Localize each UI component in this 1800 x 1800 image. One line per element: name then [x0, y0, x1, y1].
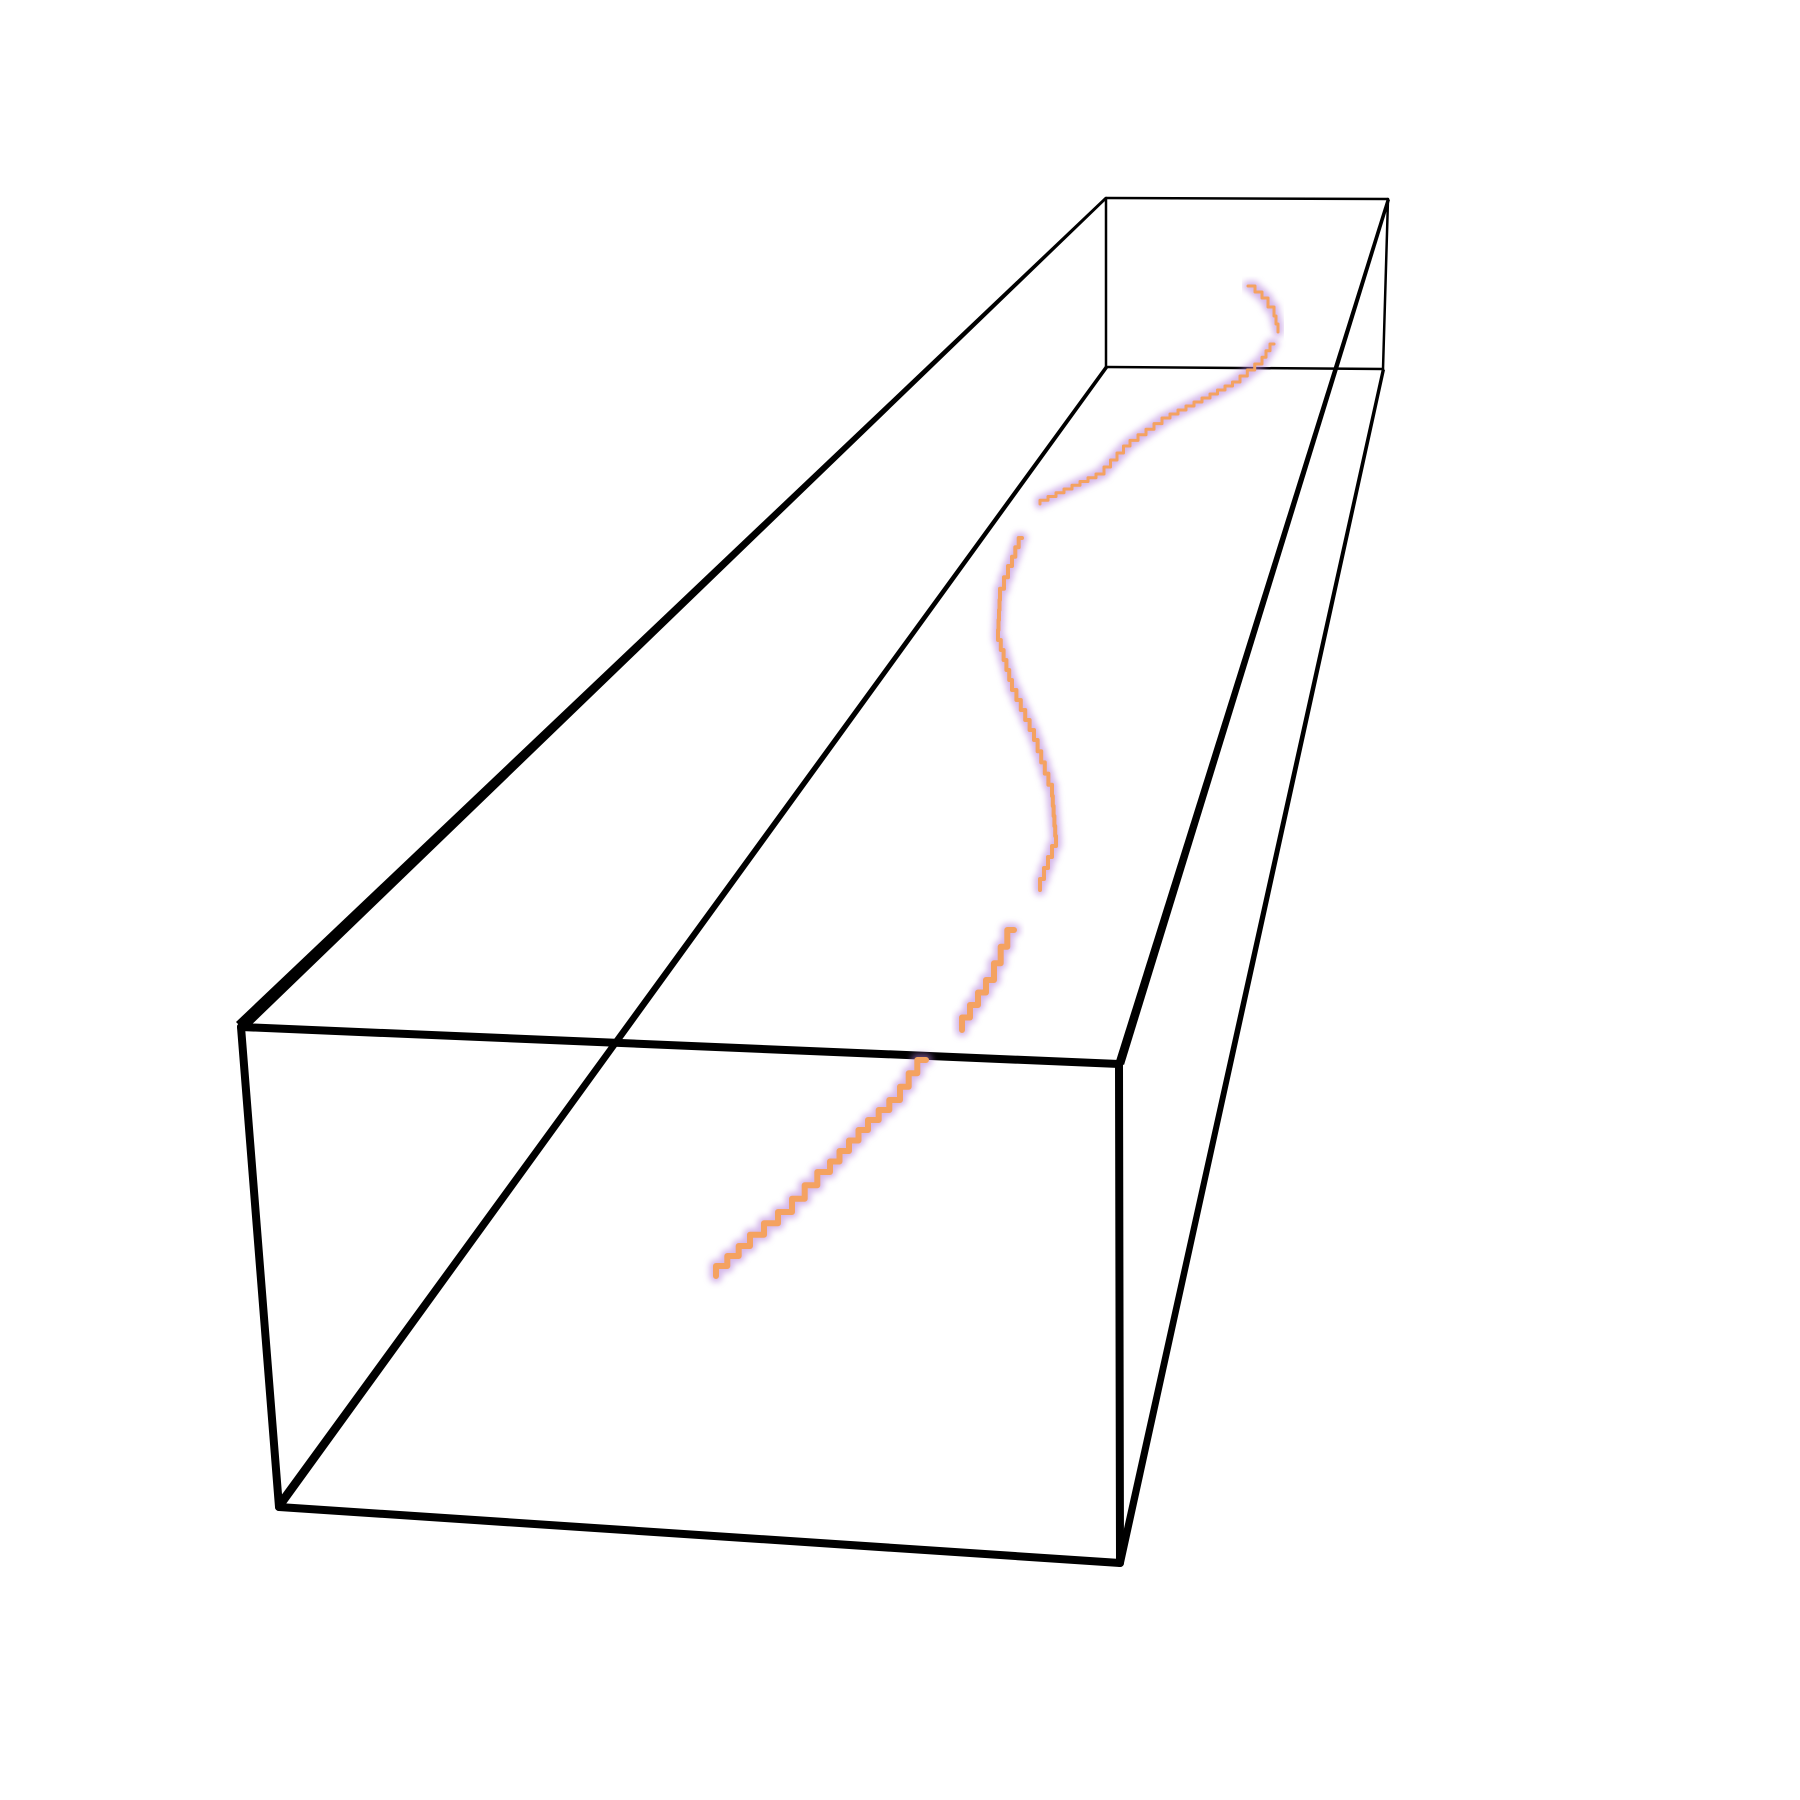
- trajectory-core-segment: [1038, 342, 1276, 506]
- trajectory-core-segment: [713, 1057, 929, 1279]
- box-edge-top-left: [236, 197, 1107, 1031]
- box-edge-front-right: [1115, 1060, 1124, 1567]
- box-edge-top-right: [1116, 198, 1390, 1065]
- box-edge-front-left: [237, 1023, 283, 1511]
- box-edge-bottom-right: [1117, 368, 1385, 1563]
- trajectory-core-segment: [996, 536, 1058, 892]
- box-receding-edges: [236, 197, 1390, 1563]
- box-front-face: [237, 1023, 1124, 1567]
- box-edge-back-right: [1381, 197, 1390, 371]
- box-edge-bottom-left: [275, 366, 1108, 1508]
- trajectory-path: [709, 281, 1283, 1283]
- box-edge-front-bottom: [275, 1503, 1124, 1567]
- box-edge-front-top: [237, 1023, 1123, 1068]
- box-edge-back-top: [1104, 196, 1390, 201]
- trajectory-core-segment: [1246, 284, 1280, 334]
- trajectory-core-segment: [959, 927, 1017, 1033]
